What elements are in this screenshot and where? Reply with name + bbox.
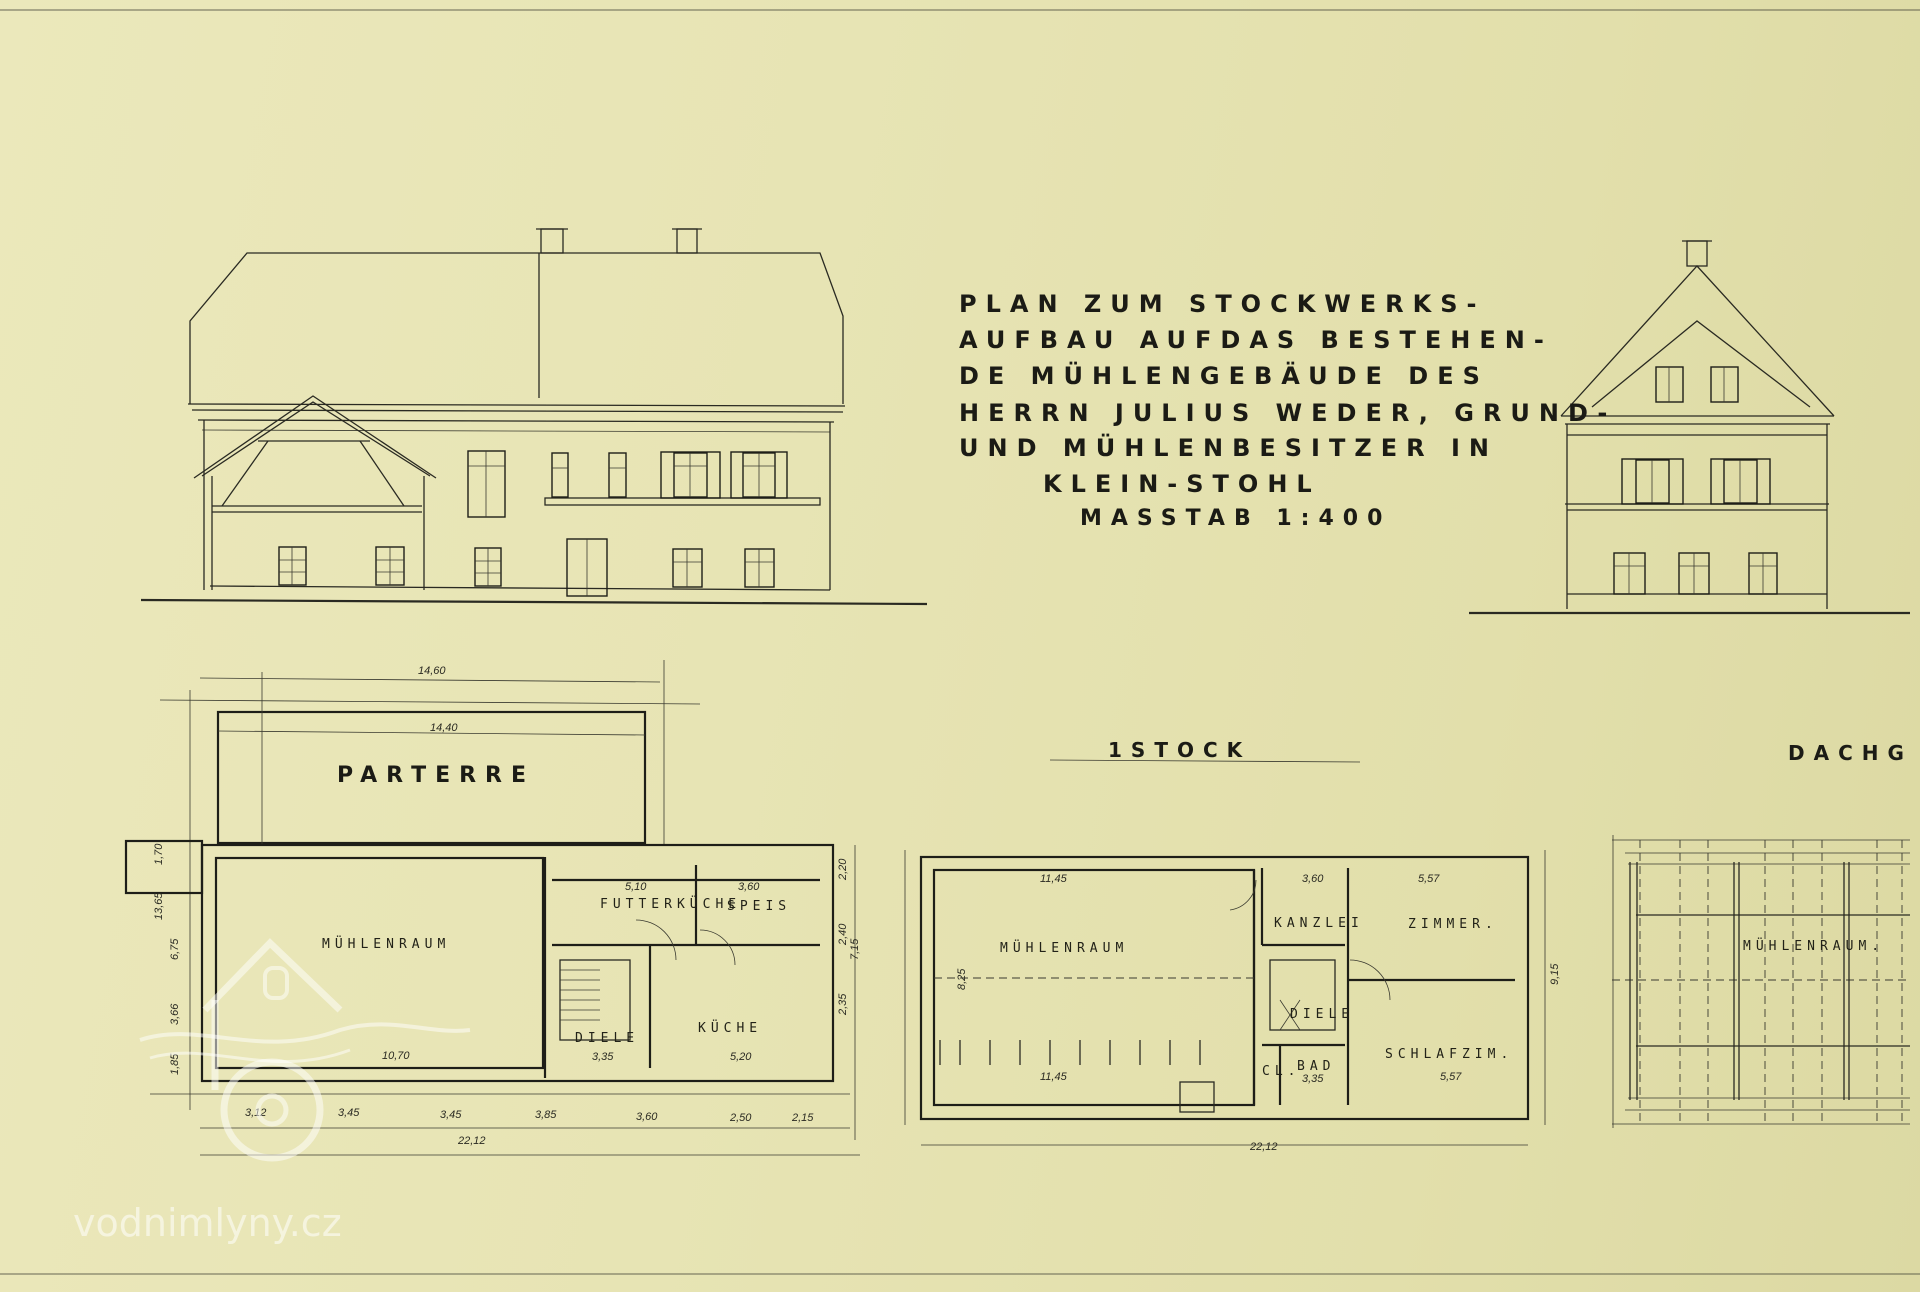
dimension: 14,40: [430, 722, 458, 734]
title-line-5: UND MÜHLENBESITZER IN: [959, 432, 1498, 462]
room-label: KANZLEI: [1274, 916, 1364, 931]
title-line-2: AUFBAU AUFDAS BESTEHEN-: [959, 326, 1553, 354]
watermark-logo-icon: [139, 938, 471, 1162]
dimension: 2,50: [729, 1112, 752, 1124]
room-label: MÜHLENRAUM: [322, 935, 450, 952]
chimney: [1686, 240, 1708, 267]
room-label: BAD: [1297, 1059, 1335, 1074]
dimension: 1,85: [169, 1053, 181, 1075]
room-label: SPEIS: [727, 899, 791, 914]
gable: [1560, 265, 1835, 417]
room-label: SCHLAFZIM.: [1385, 1047, 1513, 1062]
dimension: 2,15: [791, 1112, 814, 1124]
dimension: 8,25: [956, 968, 968, 990]
title-line-3: DE MÜHLENGEBÄUDE DES: [959, 360, 1489, 390]
dimension: 13,65: [153, 892, 165, 920]
scale-label: MASSTAB 1:400: [1080, 506, 1391, 531]
dimension: 3,66: [169, 1003, 181, 1025]
dimension: 3,85: [535, 1109, 557, 1121]
room-label: KÜCHE: [698, 1019, 762, 1036]
room-label: DIELE: [1290, 1007, 1354, 1022]
room-label: ZIMMER.: [1408, 917, 1498, 932]
room-label: MÜHLENRAUM.: [1743, 937, 1884, 954]
dimension: 2,35: [837, 993, 849, 1016]
dimension: 2,20: [837, 858, 849, 881]
dimension: 3,60: [738, 881, 760, 893]
parterre-plan: PARTERRE MÜHLENRAUM FUTTERKÜCHE: [124, 660, 861, 1156]
parterre-label: PARTERRE: [337, 763, 535, 788]
dimension: 3,35: [1302, 1073, 1324, 1085]
title-block: PLAN ZUM STOCKWERKS- AUFBAU AUFDAS BESTE…: [959, 290, 1616, 531]
dimension: 5,57: [1440, 1071, 1462, 1083]
dimension: 5,57: [1418, 873, 1440, 885]
dimension: 11,45: [1040, 873, 1068, 885]
main-roof: [189, 252, 844, 404]
attic-plan: DACHG MÜHLENRAUM.: [1612, 741, 1913, 1128]
dimension: 3,60: [636, 1111, 658, 1123]
chimney-2: [676, 228, 698, 254]
room-label: DIELE: [575, 1031, 639, 1046]
stairs: [560, 969, 600, 1021]
dimension: 7,15: [849, 938, 861, 960]
dimension: 3,45: [440, 1109, 462, 1121]
dimension: 3,45: [338, 1107, 360, 1119]
first-floor-label: 1STOCK: [1108, 738, 1251, 762]
dimension: 9,15: [1549, 963, 1561, 985]
dimension: 14,60: [418, 665, 446, 677]
dimension: 22,12: [1249, 1141, 1278, 1153]
joists: [939, 1040, 1201, 1065]
title-line-6: KLEIN-STOHL: [1043, 470, 1321, 498]
dimension: 2,40: [837, 923, 849, 946]
dimension: 5,10: [625, 881, 647, 893]
room-label: FUTTERKÜCHE: [600, 895, 741, 912]
annex-gable: [193, 395, 437, 479]
title-line-4: HERRN JULIUS WEDER, GRUND-: [959, 399, 1616, 427]
dimension: 22,12: [457, 1135, 486, 1147]
title-line-1: PLAN ZUM STOCKWERKS-: [959, 290, 1486, 318]
dimension: 3,35: [592, 1051, 614, 1063]
attic-label: DACHG: [1788, 741, 1913, 765]
dimension: 3,60: [1302, 873, 1324, 885]
front-elevation: [140, 228, 928, 606]
first-floor-plan: 1STOCK MÜHLENRAUM KANZLEI ZIMMER. DIELE: [904, 738, 1561, 1153]
dimension: 11,45: [1040, 1071, 1068, 1083]
side-elevation: [1469, 240, 1910, 615]
chimney-1: [540, 228, 564, 254]
dimension: 5,20: [730, 1051, 752, 1063]
dimension: 6,75: [169, 938, 181, 960]
watermark-text: vodnimlyny.cz: [73, 1201, 342, 1245]
upper-windows: [467, 450, 788, 518]
dimension: 1,70: [153, 843, 165, 865]
rafters: [1639, 840, 1903, 1124]
room-label: CL.: [1262, 1064, 1300, 1079]
lower-windows: [278, 538, 775, 597]
room-label: MÜHLENRAUM: [1000, 939, 1128, 956]
dimension: 10,70: [382, 1050, 410, 1062]
